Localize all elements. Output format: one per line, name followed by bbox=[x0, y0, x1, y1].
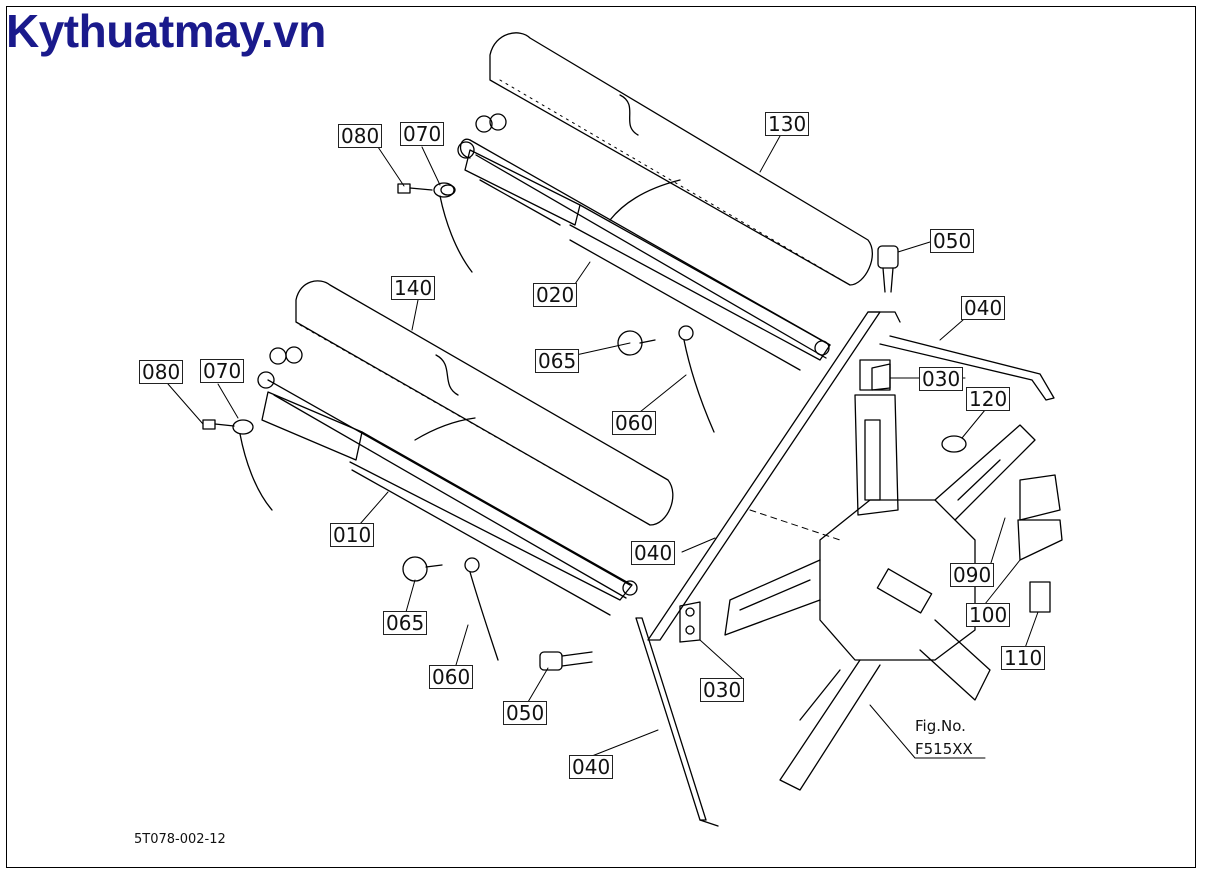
roller-lower bbox=[257, 346, 638, 616]
callout-120: 120 bbox=[966, 387, 1011, 411]
callout-070: 070 bbox=[400, 122, 445, 146]
callout-030: 030 bbox=[919, 367, 964, 391]
clamps-030 bbox=[679, 363, 891, 643]
bolts-050 bbox=[539, 245, 899, 671]
brand-logo-text: Kythuatmay.vn bbox=[6, 5, 326, 57]
cover-upper bbox=[489, 32, 873, 286]
callout-010: 010 bbox=[330, 523, 375, 547]
figure-label: Fig.No. bbox=[915, 717, 966, 735]
callout-090: 090 bbox=[950, 563, 995, 587]
callout-060: 060 bbox=[429, 665, 474, 689]
hub-frame bbox=[724, 394, 1063, 791]
callout-080: 080 bbox=[139, 360, 184, 384]
figure-number: F515XX bbox=[915, 740, 973, 758]
callout-100: 100 bbox=[966, 603, 1011, 627]
callout-070: 070 bbox=[200, 359, 245, 383]
callout-065: 065 bbox=[383, 611, 428, 635]
callout-040: 040 bbox=[961, 296, 1006, 320]
callout-050: 050 bbox=[930, 229, 975, 253]
callout-020: 020 bbox=[533, 283, 578, 307]
document-number: 5T078-002-12 bbox=[134, 832, 226, 847]
callout-140: 140 bbox=[391, 276, 436, 300]
callout-065: 065 bbox=[535, 349, 580, 373]
cover-lower bbox=[295, 280, 674, 526]
drawing-frame bbox=[6, 6, 1196, 868]
callout-030: 030 bbox=[700, 678, 745, 702]
callout-080: 080 bbox=[338, 124, 383, 148]
callout-130: 130 bbox=[765, 112, 810, 136]
callout-110: 110 bbox=[1001, 646, 1046, 670]
callout-040: 040 bbox=[631, 541, 676, 565]
callout-050: 050 bbox=[503, 701, 548, 725]
roller-upper bbox=[457, 113, 831, 371]
upper-small-parts bbox=[397, 182, 715, 433]
callout-040: 040 bbox=[569, 755, 614, 779]
callout-060: 060 bbox=[612, 411, 657, 435]
